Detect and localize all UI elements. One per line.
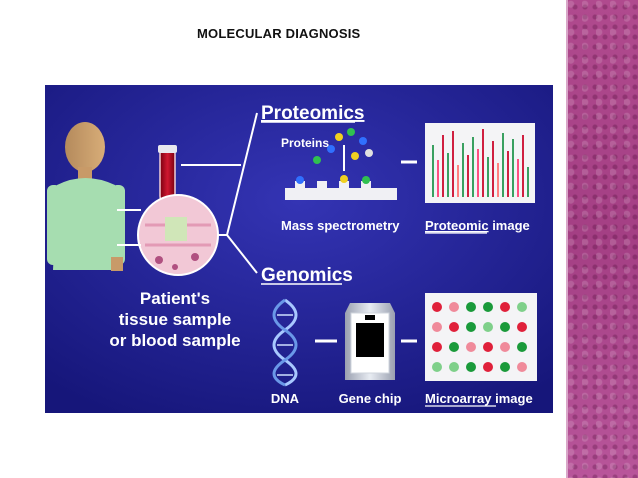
microarray-spot	[449, 322, 459, 332]
microarray-image-label-rest: image	[491, 391, 532, 406]
microarray-spot	[466, 362, 476, 372]
decorative-side-band	[568, 0, 638, 478]
microarray-spot	[432, 302, 442, 312]
microarray-spot	[500, 362, 510, 372]
microarray-spot	[500, 342, 510, 352]
gene-chip-label: Gene chip	[339, 391, 402, 406]
gene-chip-icon	[345, 303, 395, 380]
microarray-spot	[500, 302, 510, 312]
proteomic-image-label-rest: image	[489, 218, 530, 233]
genomics-heading: Genomics	[261, 265, 353, 286]
molecular-diagnosis-figure: Proteomics Genomics Proteins Mass spectr…	[45, 85, 553, 413]
patient-figure-icon	[47, 122, 125, 271]
dna-helix-icon	[272, 298, 298, 387]
proteomic-image-label-underlined: Proteomic	[425, 218, 489, 233]
microarray-spot	[466, 322, 476, 332]
proteomic-image-label: Proteomic image	[425, 218, 530, 233]
connector-lines	[117, 112, 258, 274]
mass-spec-plate-icon	[285, 145, 397, 200]
microarray-spot	[483, 322, 493, 332]
side-band-edge	[566, 0, 568, 478]
microarray-spot	[432, 342, 442, 352]
microarray-spot	[483, 302, 493, 312]
microarray-spot	[432, 362, 442, 372]
mass-spectrometry-label: Mass spectrometry	[281, 218, 400, 233]
patient-label-line2: tissue sample	[119, 310, 231, 329]
proteomics-heading: Proteomics	[261, 103, 364, 124]
microarray-spot	[432, 322, 442, 332]
proteomic-image-panel	[425, 123, 535, 203]
microarray-spot	[483, 342, 493, 352]
tissue-magnifier-icon	[137, 194, 219, 276]
microarray-spot	[449, 302, 459, 312]
microarray-spot	[517, 322, 527, 332]
microarray-spot	[517, 362, 527, 372]
microarray-spot	[500, 322, 510, 332]
protein-dots	[313, 128, 373, 164]
microarray-image-panel	[425, 293, 537, 381]
microarray-spot	[517, 342, 527, 352]
microarray-spot	[466, 302, 476, 312]
slide-title: MOLECULAR DIAGNOSIS	[197, 26, 361, 41]
patient-label-line3: or blood sample	[109, 331, 240, 350]
microarray-image-label-underlined: Microarray	[425, 391, 492, 406]
dna-label: DNA	[271, 391, 300, 406]
patient-label-line1: Patient's	[140, 289, 210, 308]
microarray-spot	[483, 362, 493, 372]
microarray-spot	[466, 342, 476, 352]
microarray-spot	[449, 362, 459, 372]
microarray-image-label: Microarray image	[425, 391, 533, 406]
microarray-spot	[517, 302, 527, 312]
proteins-label: Proteins	[281, 136, 329, 150]
microarray-spot	[449, 342, 459, 352]
